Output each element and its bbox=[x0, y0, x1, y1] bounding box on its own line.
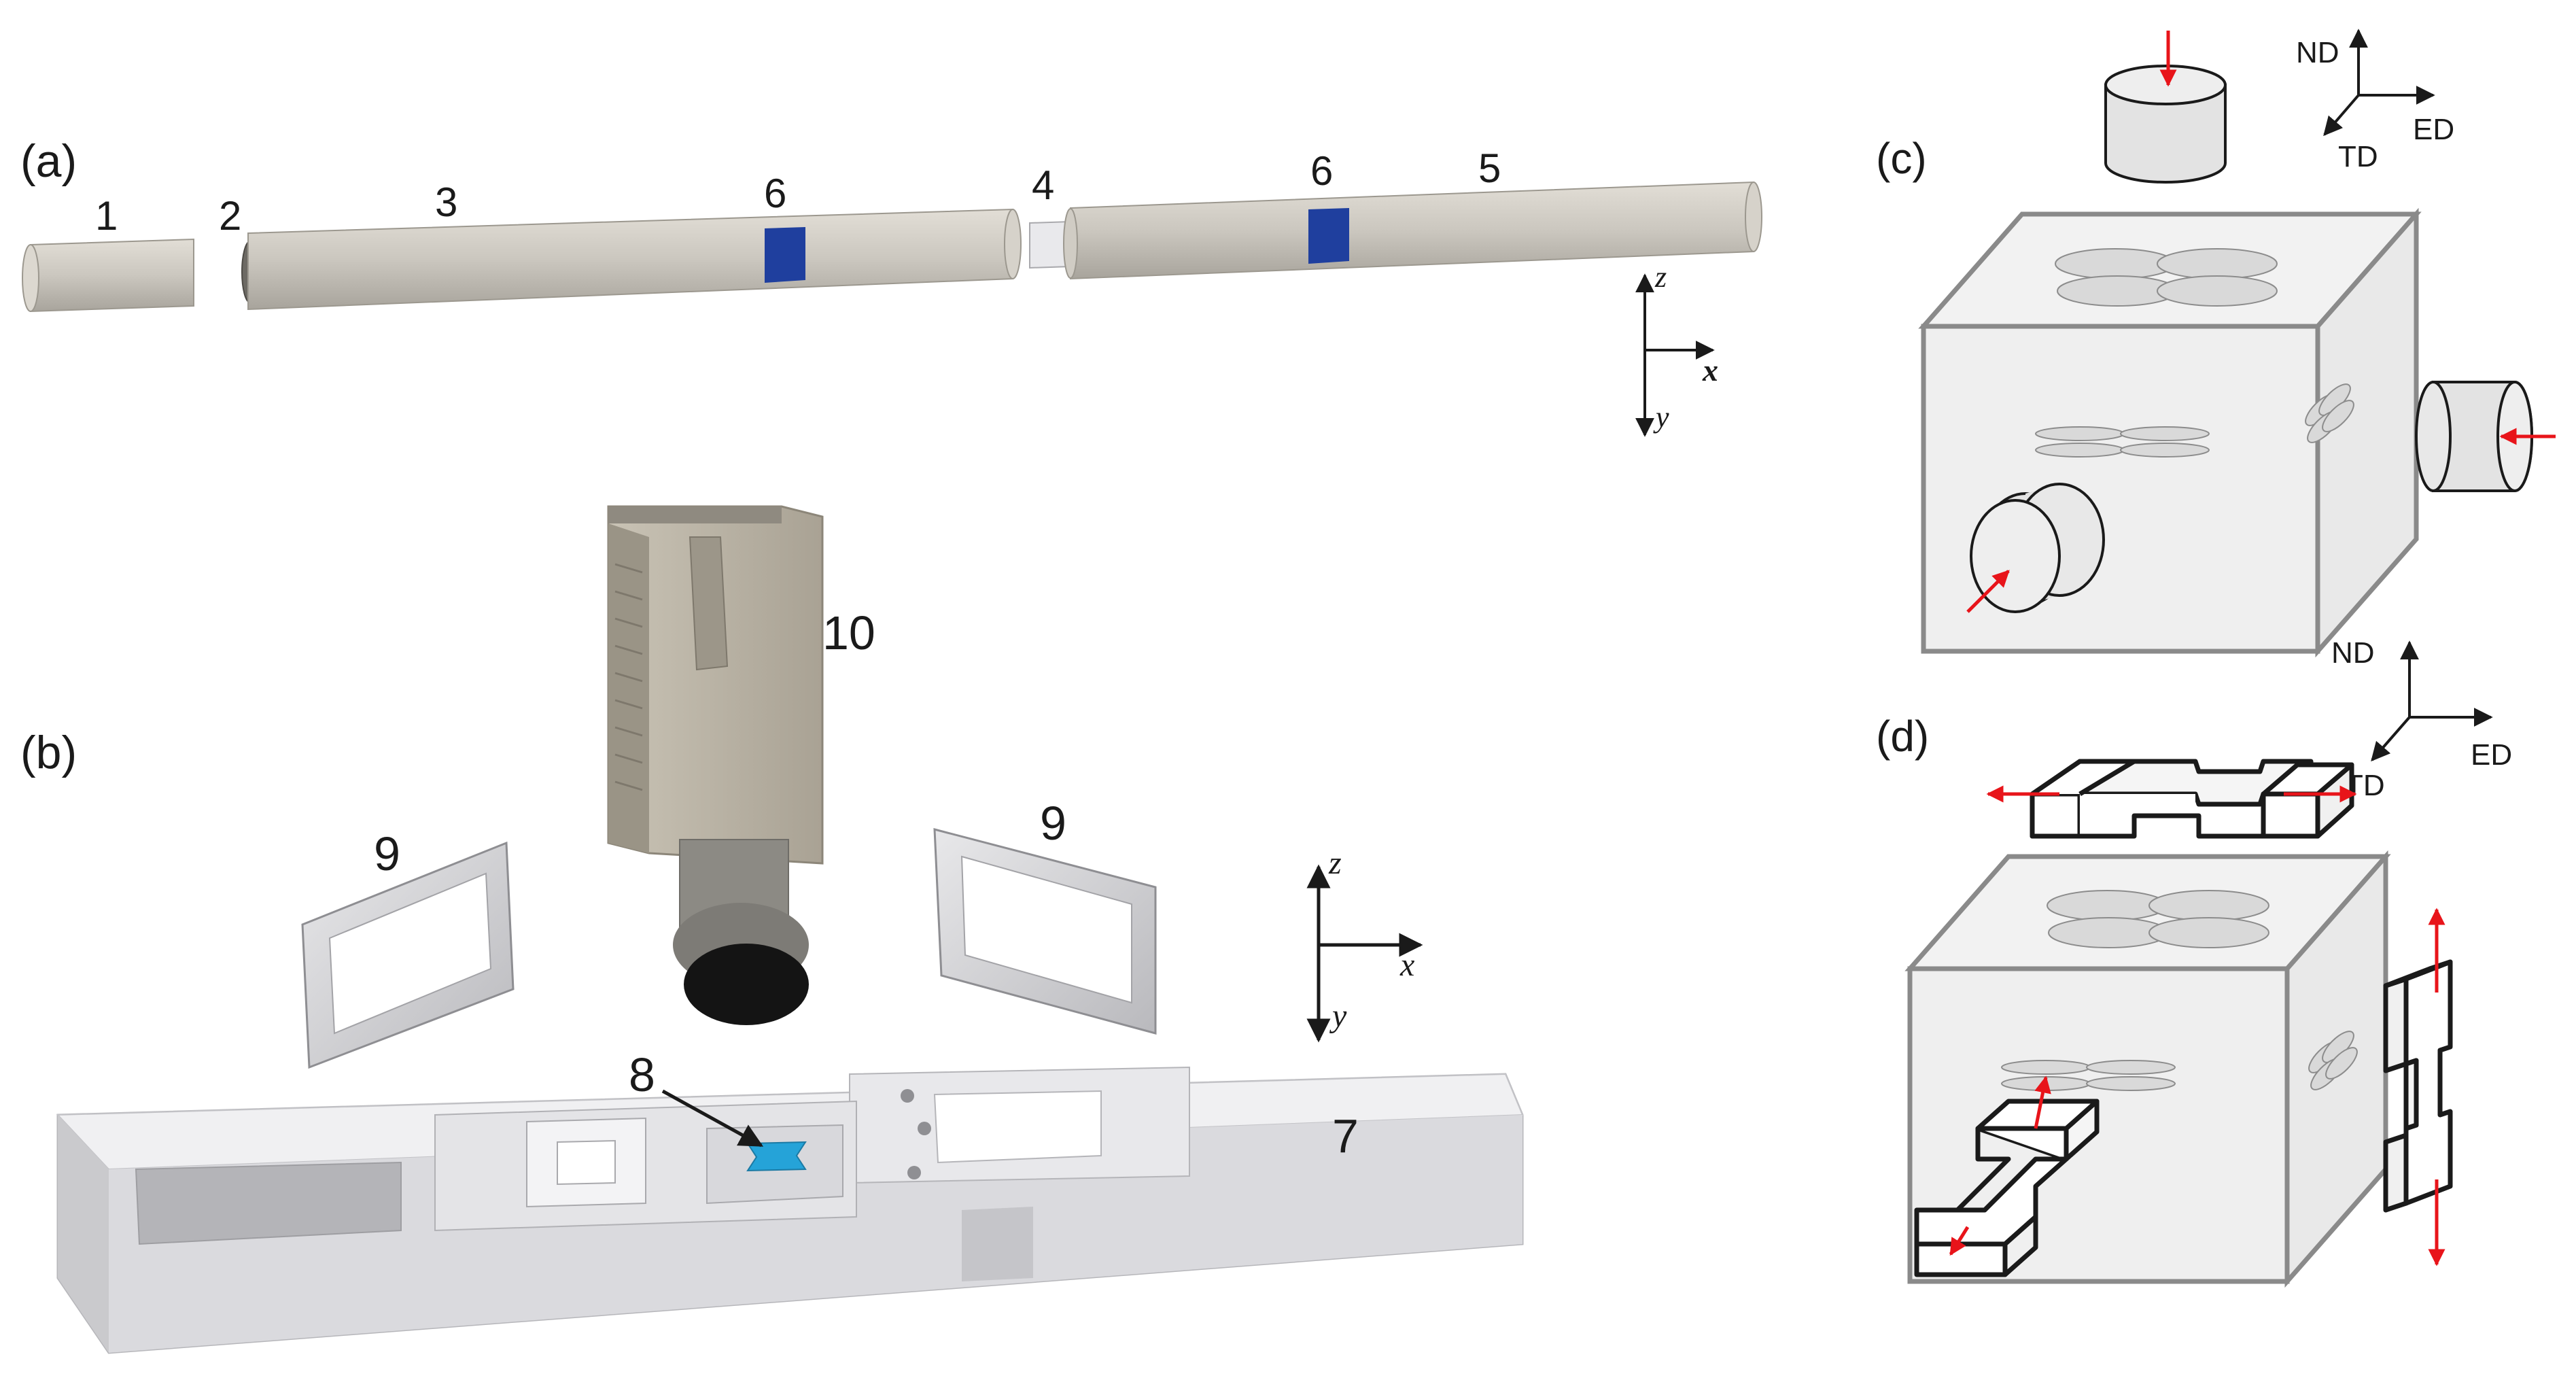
label-1: 1 bbox=[95, 193, 118, 239]
cylinder-top bbox=[2104, 65, 2227, 184]
axis-d-nd: ND bbox=[2331, 636, 2375, 670]
arrow-front bbox=[1966, 570, 2010, 613]
axis-a-x: x bbox=[1702, 353, 1718, 387]
label-7: 7 bbox=[1332, 1109, 1359, 1162]
label-8: 8 bbox=[629, 1048, 655, 1101]
axis-a-y: y bbox=[1653, 400, 1669, 434]
panel-b-tag: (b) bbox=[20, 727, 77, 778]
panel-c: (c) bbox=[1876, 29, 2556, 658]
striker-bar bbox=[22, 238, 194, 313]
dogbone-right bbox=[2383, 959, 2453, 1213]
dogbone-front bbox=[1914, 1099, 2100, 1277]
transmission-bar bbox=[1063, 181, 1762, 280]
incident-bar bbox=[247, 208, 1022, 311]
axis-c-td: TD bbox=[2338, 140, 2378, 173]
axis-d-ed: ED bbox=[2471, 738, 2512, 772]
panel-d: (d) ND ED TD bbox=[1876, 636, 2512, 1288]
cylinder-right bbox=[2415, 381, 2533, 492]
panel-b-labels: 10 9 9 8 7 bbox=[374, 606, 1359, 1162]
window-frame-left bbox=[301, 841, 515, 1069]
label-6-incident: 6 bbox=[764, 171, 786, 216]
camera bbox=[607, 505, 824, 1025]
strain-gauge-incident bbox=[765, 227, 805, 283]
window-frame-right bbox=[933, 828, 1157, 1035]
specimen-b bbox=[746, 1141, 807, 1172]
loading-apparatus bbox=[56, 1066, 1524, 1354]
panel-a-tag: (a) bbox=[20, 135, 77, 187]
label-2: 2 bbox=[219, 193, 241, 239]
panel-a-labels: 1 2 3 6 4 6 5 bbox=[95, 145, 1501, 239]
panel-a-axes bbox=[1635, 273, 1715, 437]
axis-c-nd: ND bbox=[2296, 36, 2339, 69]
label-10: 10 bbox=[822, 606, 875, 659]
label-6-transmission: 6 bbox=[1310, 148, 1333, 194]
arrow-front-down bbox=[1949, 1226, 1970, 1256]
panel-d-axes bbox=[2371, 640, 2493, 762]
axis-b-z: z bbox=[1328, 845, 1342, 881]
panel-b: (b) bbox=[20, 505, 1524, 1354]
axis-a-z: z bbox=[1654, 260, 1667, 294]
arrow-front-up bbox=[2034, 1075, 2051, 1129]
panel-d-tag: (d) bbox=[1876, 712, 1929, 761]
axis-b-x: x bbox=[1399, 947, 1414, 983]
label-9-left: 9 bbox=[374, 827, 400, 880]
label-8-pointer bbox=[661, 1089, 764, 1148]
panel-c-tag: (c) bbox=[1876, 134, 1927, 183]
label-3: 3 bbox=[435, 179, 457, 225]
axis-c-ed: ED bbox=[2413, 113, 2454, 146]
panel-a: (a) 1 2 3 6 4 bbox=[20, 135, 1762, 437]
label-9-right: 9 bbox=[1040, 797, 1066, 850]
panel-b-axes bbox=[1306, 864, 1423, 1043]
label-4: 4 bbox=[1032, 162, 1054, 208]
axis-b-y: y bbox=[1329, 998, 1347, 1034]
panel-c-axes bbox=[2323, 29, 2435, 137]
label-5: 5 bbox=[1478, 145, 1501, 191]
dogbone-top bbox=[2030, 759, 2354, 839]
strain-gauge-transmission bbox=[1308, 208, 1349, 264]
